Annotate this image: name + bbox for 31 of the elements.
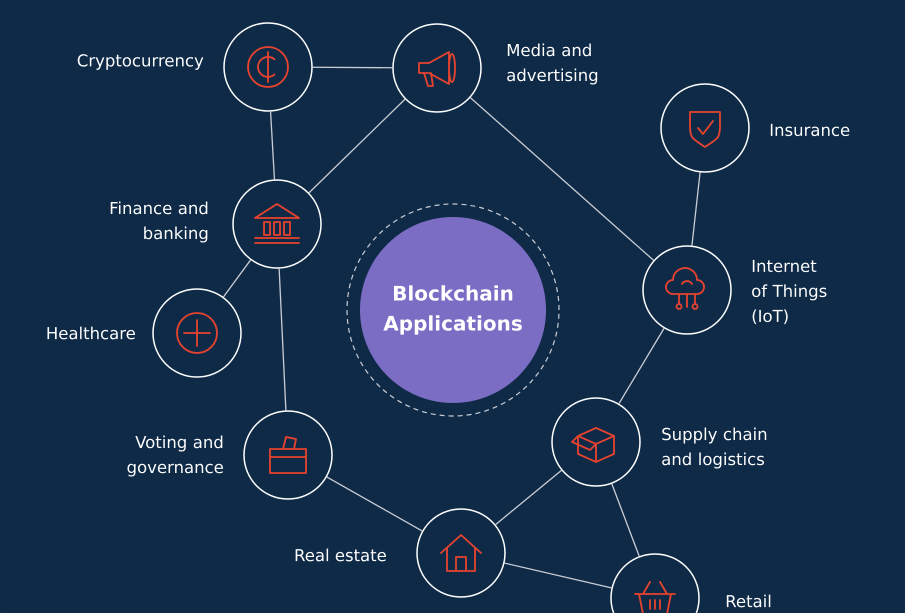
node-label: Healthcare: [48, 326, 135, 340]
node-label: Voting and governance: [128, 436, 223, 476]
connector-line: [222, 260, 252, 298]
icon-circle: [416, 508, 506, 598]
node-label: Finance and banking: [110, 202, 208, 242]
connector-line: [495, 470, 562, 526]
node-label: Retail: [726, 594, 770, 608]
connector-line: [308, 98, 406, 194]
connector-line: [270, 112, 276, 180]
icon-circle: [392, 23, 482, 113]
node-label: Cryptocurrency: [78, 54, 204, 70]
node-label: Media and advertising: [507, 44, 598, 84]
icon-circle: [551, 397, 641, 487]
connector-line: [691, 172, 701, 246]
node-label: Insurance: [770, 124, 850, 136]
connector-line: [278, 268, 287, 410]
connector-line: [611, 484, 640, 556]
node-label: Internet of Things (IoT): [752, 260, 826, 324]
connector-line: [470, 97, 654, 261]
icon-circle: [660, 83, 750, 173]
connector-line: [504, 562, 612, 588]
connector-line: [312, 66, 392, 68]
icon-circle: [642, 245, 732, 335]
connector-line: [618, 328, 665, 404]
icon-circle: [243, 410, 333, 500]
icon-circle: [152, 288, 242, 378]
node-label: Supply chain and logistics: [662, 428, 766, 468]
node-label: Real estate: [296, 548, 386, 562]
icon-circle: [223, 22, 313, 112]
connector-line: [326, 476, 422, 532]
icon-circle: [232, 179, 322, 269]
